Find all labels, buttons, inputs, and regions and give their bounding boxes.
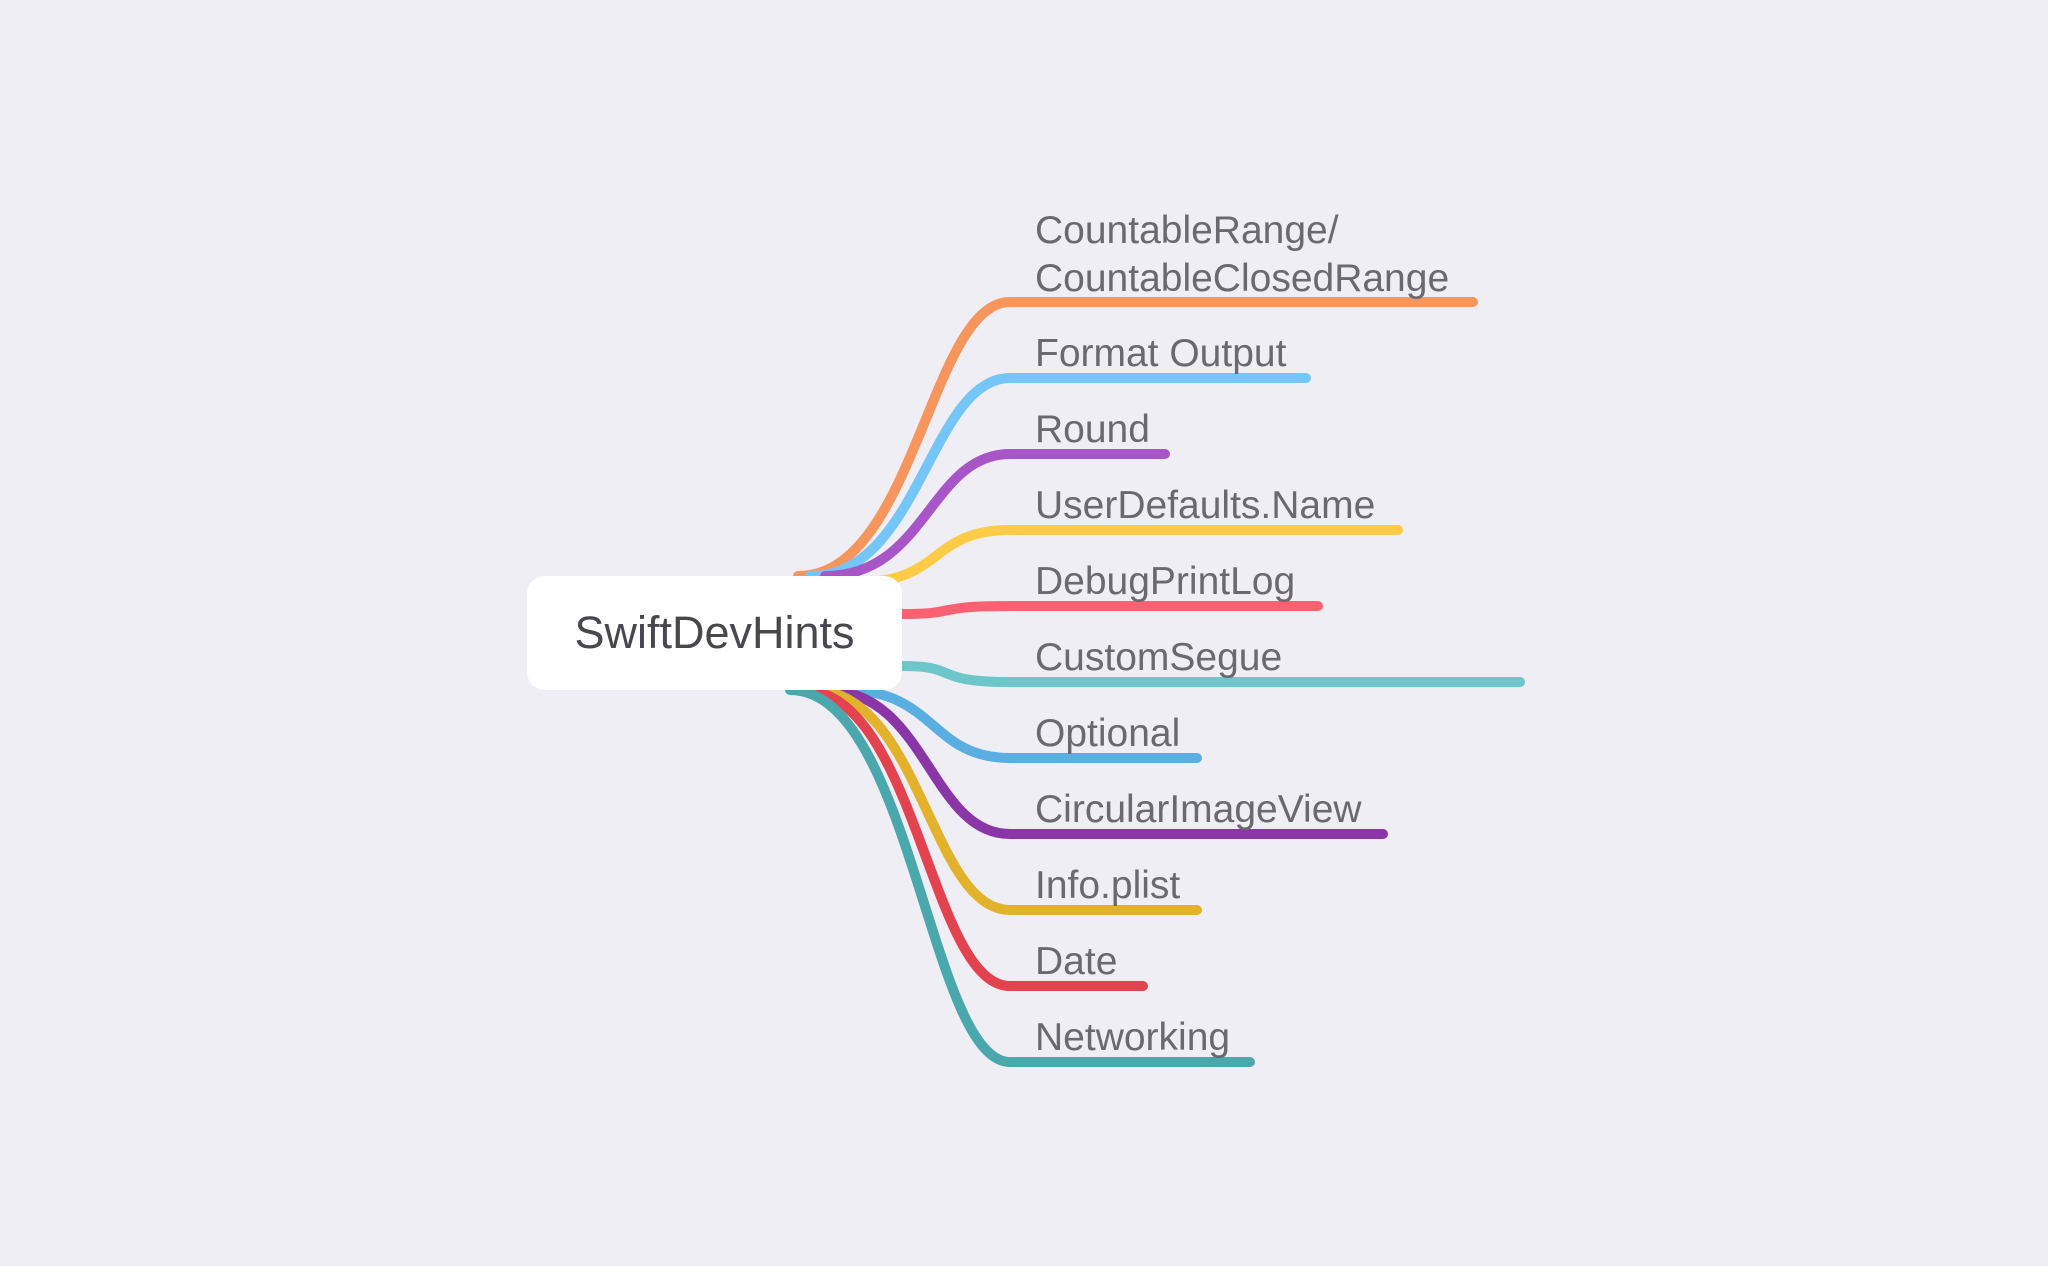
root-topic-node[interactable]: SwiftDevHints: [527, 576, 902, 690]
branch-debug-print-log: [897, 601, 1323, 619]
topic-label: UserDefaults.Name: [1035, 484, 1376, 527]
topic-debug-print-log[interactable]: DebugPrintLog: [1035, 558, 1295, 606]
topic-label: Round: [1035, 408, 1150, 451]
topic-networking[interactable]: Networking: [1035, 1014, 1230, 1062]
topic-label: CustomSegue: [1035, 636, 1283, 679]
topic-label: Info.plist: [1035, 864, 1181, 907]
branch-format-output: [805, 373, 1311, 581]
topic-label: Networking: [1035, 1016, 1231, 1059]
branch-networking: [785, 685, 1255, 1067]
topic-label: CountableRange/ CountableClosedRange: [1035, 209, 1450, 300]
topic-round[interactable]: Round: [1035, 406, 1150, 454]
topic-info-plist[interactable]: Info.plist: [1035, 862, 1180, 910]
branch-countable-range: [793, 297, 1478, 581]
topic-optional[interactable]: Optional: [1035, 710, 1180, 758]
topic-date[interactable]: Date: [1035, 938, 1117, 986]
topic-label: Format Output: [1035, 332, 1287, 375]
topic-label: Date: [1035, 940, 1118, 983]
branch-optional: [840, 685, 1202, 763]
topic-label: Optional: [1035, 712, 1181, 755]
topic-label: DebugPrintLog: [1035, 560, 1296, 603]
topic-countable-range[interactable]: CountableRange/ CountableClosedRange: [1035, 207, 1449, 303]
branch-date: [797, 685, 1148, 991]
topic-format-output[interactable]: Format Output: [1035, 330, 1286, 378]
root-topic-label: SwiftDevHints: [574, 607, 855, 658]
branch-custom-segue: [897, 661, 1525, 687]
branch-info-plist: [807, 685, 1202, 915]
topic-custom-segue[interactable]: CustomSegue: [1035, 634, 1282, 682]
topic-label: CircularImageView: [1035, 788, 1362, 831]
topic-circular-image-view[interactable]: CircularImageView: [1035, 786, 1362, 834]
branch-circular-image-view: [820, 685, 1388, 839]
topic-userdefaults-name[interactable]: UserDefaults.Name: [1035, 482, 1375, 530]
branch-round: [820, 449, 1170, 581]
